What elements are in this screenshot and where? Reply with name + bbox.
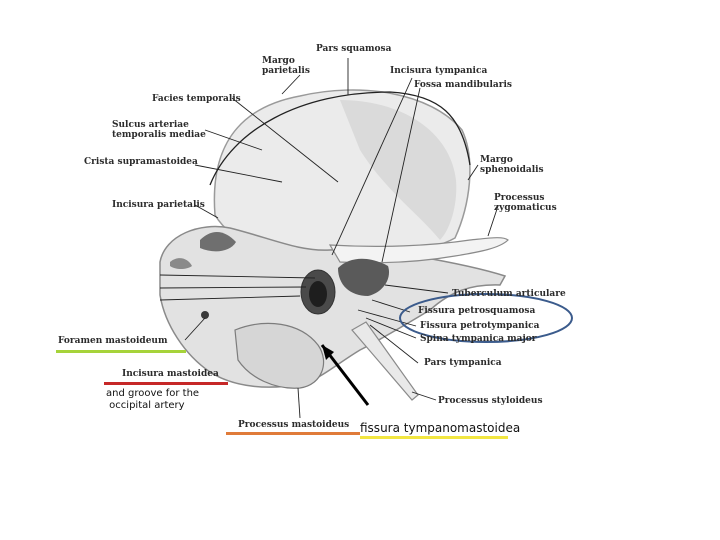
- label-spina-tympanica-major: Spina tympanica major: [420, 334, 537, 344]
- underline-orange: [226, 432, 360, 435]
- label-sulcus-arteriae: Sulcus arteriae temporalis mediae: [112, 120, 206, 140]
- label-crista-supramastoidea: Crista supramastoidea: [84, 157, 198, 167]
- fissura-tympanomastoidea-label: fissura tympanomastoidea: [360, 421, 520, 435]
- label-tuberculum-articulare: Tuberculum articulare: [452, 289, 566, 299]
- label-margo-sphenoidalis: Margo sphenoidalis: [480, 155, 544, 175]
- label-pars-squamosa: Pars squamosa: [316, 44, 391, 54]
- label-incisura-tympanica: Incisura tympanica: [390, 66, 487, 76]
- underline-yellow: [360, 436, 508, 439]
- label-pars-tympanica: Pars tympanica: [424, 358, 502, 368]
- label-fissura-petrotympanica: Fissura petrotympanica: [420, 321, 539, 331]
- label-processus-zygomaticus: Processus zygomaticus: [494, 193, 557, 213]
- label-processus-styloideus: Processus styloideus: [438, 396, 543, 406]
- label-processus-mastoideus: Processus mastoideus: [238, 420, 349, 430]
- label-incisura-parietalis: Incisura parietalis: [112, 200, 205, 210]
- underline-green: [56, 350, 186, 353]
- label-fissura-petrosquamosa: Fissura petrosquamosa: [418, 306, 535, 316]
- label-incisura-mastoidea: Incisura mastoidea: [122, 369, 219, 379]
- groove-note: and groove for the occipital artery: [106, 388, 199, 412]
- label-fossa-mandibularis: Fossa mandibularis: [414, 80, 512, 90]
- label-margo-parietalis: Margo parietalis: [262, 56, 310, 76]
- label-facies-temporalis: Facies temporalis: [152, 94, 241, 104]
- label-foramen-mastoideum: Foramen mastoideum: [58, 336, 168, 346]
- underline-red: [104, 382, 228, 385]
